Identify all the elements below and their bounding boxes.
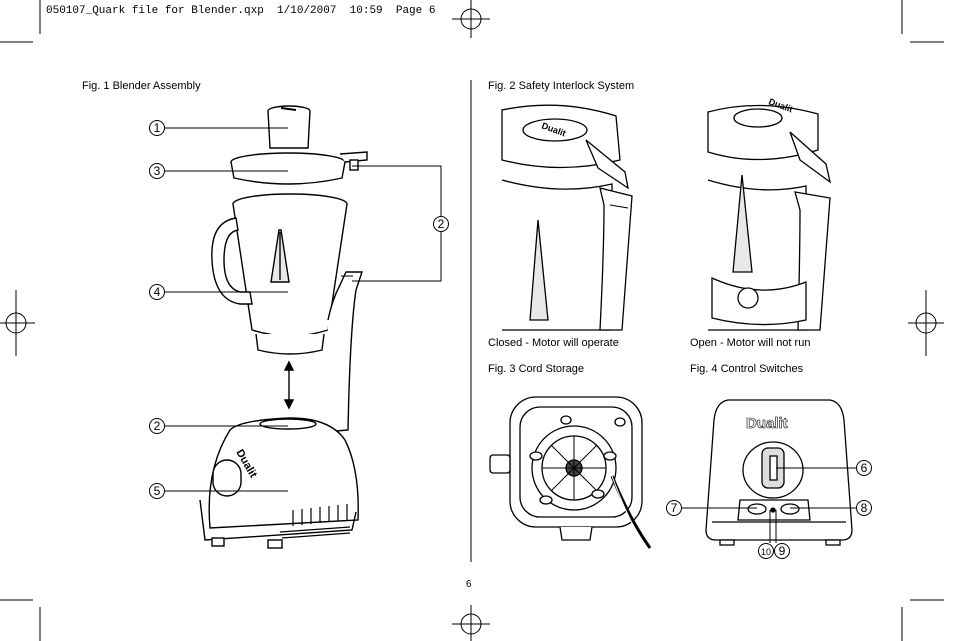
fig3-caption: Fig. 3 Cord Storage (488, 363, 584, 375)
fig2-caption: Fig. 2 Safety Interlock System (488, 80, 635, 92)
page-number: 6 (466, 579, 472, 590)
callout-6: 6 (861, 461, 868, 475)
fig1-leader-lines (165, 127, 442, 492)
registration-mark-right (908, 290, 944, 356)
fig4-caption: Fig. 4 Control Switches (690, 363, 804, 375)
callout-5: 5 (154, 484, 161, 498)
fig1-caption: Fig. 1 Blender Assembly (82, 80, 201, 92)
registration-mark-left (0, 290, 35, 356)
callout-9: 9 (779, 544, 786, 558)
fig4-leader-lines (682, 467, 856, 543)
fig4-callouts (666, 460, 872, 559)
callout-3: 3 (154, 164, 161, 178)
callout-8: 8 (861, 501, 868, 515)
file-slug: 050107_Quark file for Blender.qxp 1/10/2… (46, 5, 436, 17)
fig2-closed-caption: Closed - Motor will operate (488, 337, 619, 349)
fig1-blender-illustration (199, 105, 368, 549)
fig2-open-illustration (707, 104, 832, 331)
registration-mark-bottom (452, 605, 490, 641)
callout-1: 1 (154, 121, 161, 135)
callout-2-bottom: 2 (154, 419, 161, 433)
registration-mark-top (452, 0, 490, 38)
fig4-control-panel-illustration (705, 399, 853, 546)
fig2-closed-illustration (501, 104, 633, 331)
callout-7: 7 (671, 501, 678, 515)
fig4-brand-logo: Dualit (746, 415, 788, 432)
fig2-open-caption: Open - Motor will not run (690, 337, 811, 349)
fig1-callouts (149, 120, 449, 499)
callout-10: 10 (761, 547, 771, 557)
callout-2-top: 2 (438, 217, 445, 231)
fig3-cord-storage-illustration (489, 396, 652, 549)
callout-4: 4 (154, 285, 161, 299)
